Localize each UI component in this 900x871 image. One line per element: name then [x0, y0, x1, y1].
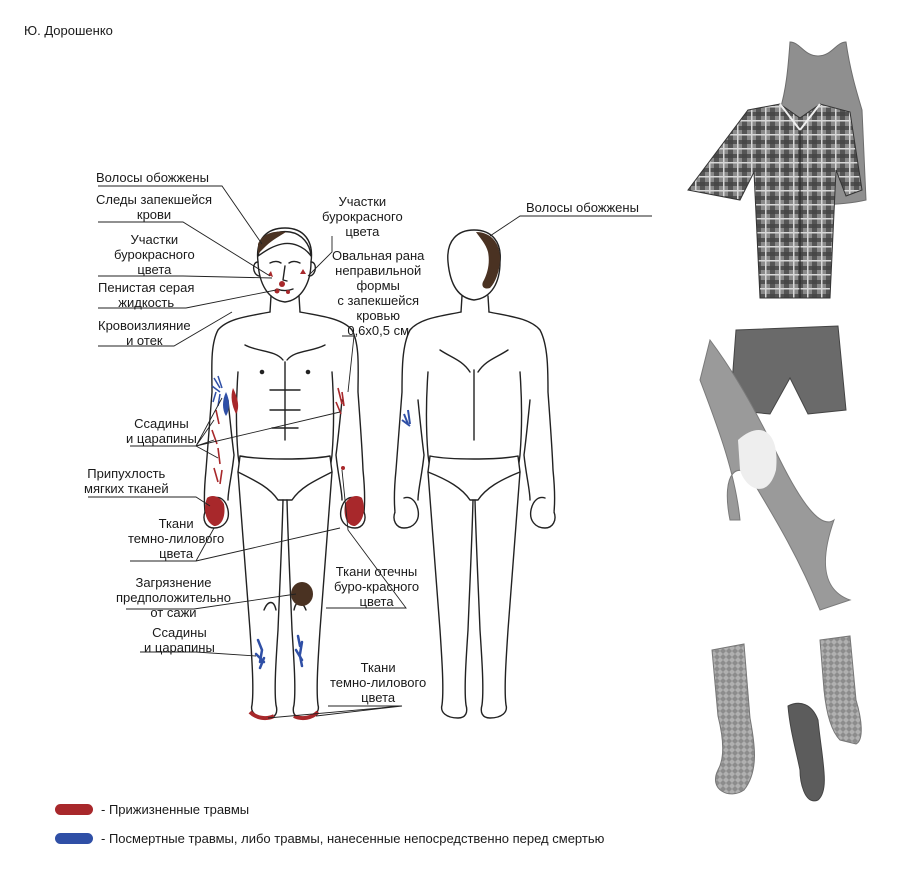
legend-antemortem-swatch	[55, 804, 93, 815]
label-front-redbrown-areas: Участки бурокрасного цвета	[114, 232, 195, 277]
label-front-swelling: Припухлость мягких тканей	[84, 466, 169, 496]
back-scratch-mark	[401, 409, 411, 427]
front-wound-mark	[341, 466, 345, 470]
legend-postmortem-label: - Посмертные травмы, либо травмы, нанесе…	[101, 831, 605, 846]
front-mouth-blood-mark	[274, 288, 280, 294]
legend-postmortem-swatch	[55, 833, 93, 844]
front-soot-mark	[291, 582, 313, 606]
back-injury-marks	[401, 232, 500, 427]
front-swollen-hand-mark	[205, 496, 225, 526]
label-front-hemorrhage: Кровоизлияние и отек	[98, 318, 191, 348]
label-front-soot: Загрязнение предположительно от сажи	[116, 575, 231, 620]
label-front-abrasions-legs: Ссадины и царапины	[144, 625, 215, 655]
front-foot-mark	[248, 710, 275, 721]
label-front-blood-traces: Следы запекшейся крови	[96, 192, 213, 222]
front-antemortem-scratch-mark	[211, 387, 345, 485]
legend-antemortem: - Прижизненные травмы	[55, 802, 249, 817]
front-blood-mark	[279, 281, 285, 287]
front-redbrown-mark	[300, 269, 306, 274]
label-mid-redbrown-face: Участки бурокрасного цвета	[322, 194, 403, 239]
front-swollen-hand-mark	[344, 496, 364, 526]
label-mid-oval-wound: Овальная рана неправильной формы с запек…	[332, 248, 425, 338]
clothing-long-johns	[699, 338, 852, 611]
back-burned-hair-mark	[476, 232, 500, 289]
front-postmortem-scratch-mark	[211, 375, 223, 407]
label-front-dark-lilac-hands: Ткани темно-лилового цвета	[128, 516, 225, 561]
front-mouth-blood-mark	[286, 290, 290, 294]
clothing-plaid-shirt	[687, 103, 863, 299]
legend-antemortem-label: - Прижизненные травмы	[101, 802, 250, 817]
label-front-foam: Пенистая серая жидкость	[98, 280, 195, 310]
label-mid-dark-lilac-feet: Ткани темно-лилового цвета	[330, 660, 427, 705]
label-back-hair: Волосы обожжены	[526, 200, 639, 215]
front-leg-scratch-mark	[254, 634, 304, 670]
author-credit: Ю. Дорошенко	[24, 23, 113, 38]
front-hematoma-arm-mark	[223, 392, 229, 416]
front-injury-marks	[205, 231, 364, 721]
clothing-socks	[711, 635, 862, 802]
front-hemorrhage-mark	[231, 388, 239, 414]
label-mid-edema-redbrown: Ткани отечны буро-красного цвета	[334, 564, 420, 609]
label-front-abrasions-arms: Ссадины и царапины	[126, 416, 197, 446]
front-burned-hair-mark	[258, 231, 286, 254]
legend-postmortem: - Посмертные травмы, либо травмы, нанесе…	[55, 831, 604, 846]
label-front-hair: Волосы обожжены	[96, 170, 209, 185]
leader-lines	[88, 185, 652, 719]
